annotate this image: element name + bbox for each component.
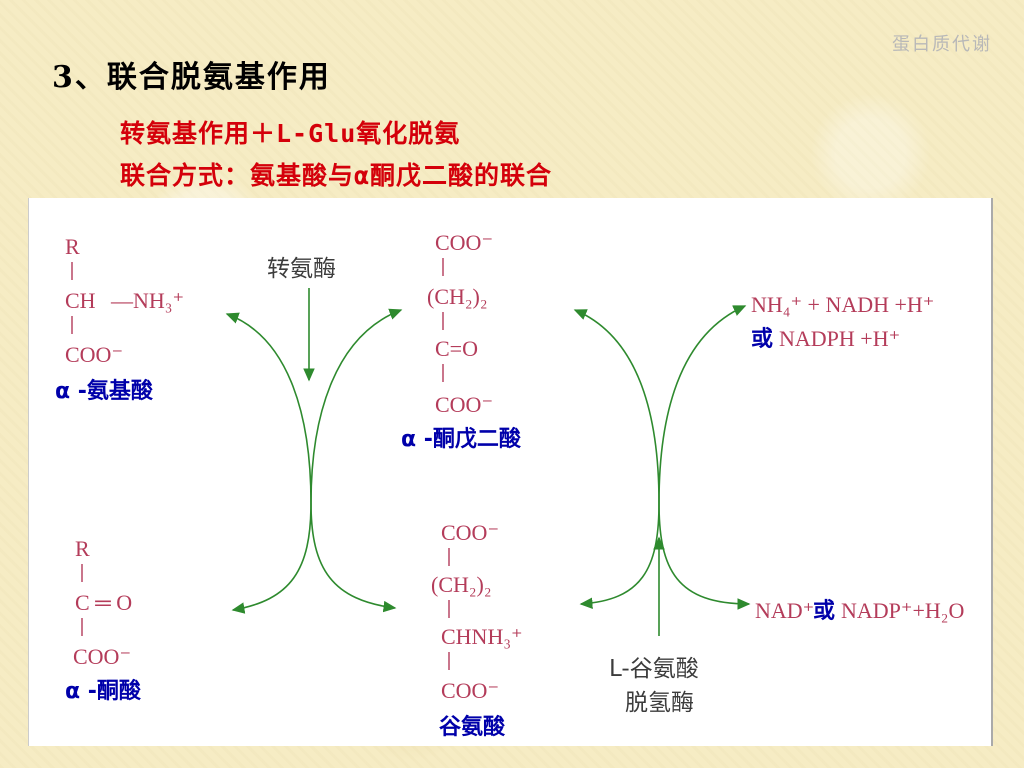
note-line-1: 转氨基作用＋L-Glu氧化脱氨 bbox=[120, 119, 461, 148]
amino-coo: COO⁻ bbox=[65, 342, 123, 367]
keto-c-o: C ═ O bbox=[75, 590, 132, 615]
products-or: 或 bbox=[751, 326, 773, 352]
keto-r: R bbox=[75, 536, 90, 561]
enzyme-transaminase: 转氨酶 bbox=[267, 256, 336, 282]
amino-ch: CH bbox=[65, 288, 96, 313]
glu-ch2: (CH₂)₂ bbox=[431, 572, 492, 597]
amino-acid-label: α -氨基酸 bbox=[55, 378, 154, 404]
arc-amino-to-keto bbox=[225, 312, 312, 614]
amino-r: R bbox=[65, 234, 80, 259]
arc-cofactors-to-glu bbox=[658, 305, 751, 610]
akg-ch2: (CH₂)₂ bbox=[427, 284, 488, 309]
reaction-diagram: R CH —NH₃⁺ COO⁻ α -氨基酸 R C ═ O COO⁻ α -酮… bbox=[28, 198, 993, 746]
glutamate-label: 谷氨酸 bbox=[439, 714, 506, 740]
cofactor-or: 或 bbox=[813, 598, 835, 624]
glu-coo-bottom: COO⁻ bbox=[441, 678, 499, 703]
corner-label: 蛋白质代谢 bbox=[892, 34, 992, 55]
glu-chnh3: CHNH₃⁺ bbox=[441, 624, 523, 649]
akg-c-o: C=O bbox=[435, 336, 478, 361]
alpha-kg-label: α -酮戊二酸 bbox=[401, 427, 522, 452]
keto-coo: COO⁻ bbox=[73, 644, 131, 669]
enzyme-glu-dh-line1: L-谷氨酸 bbox=[609, 656, 699, 682]
keto-acid-label: α -酮酸 bbox=[65, 679, 142, 704]
arc-akg-to-products bbox=[573, 309, 660, 609]
cofactor-nadp-water: NADP⁺+H₂O bbox=[841, 598, 964, 623]
akg-coo-bottom: COO⁻ bbox=[435, 392, 493, 417]
page-title: 3、联合脱氨基作用 bbox=[52, 60, 331, 95]
diagram-svg: R CH —NH₃⁺ COO⁻ α -氨基酸 R C ═ O COO⁻ α -酮… bbox=[55, 230, 964, 740]
products-line2: NADPH +H⁺ bbox=[779, 326, 900, 351]
glu-coo-top: COO⁻ bbox=[441, 520, 499, 545]
amino-nh3: —NH₃⁺ bbox=[110, 288, 184, 313]
enzyme-glu-dh-line2: 脱氢酶 bbox=[625, 690, 694, 716]
arc-akg-to-glu bbox=[310, 308, 403, 613]
cofactor-nad: NAD⁺ bbox=[755, 598, 814, 623]
products-line1: NH₄⁺ + NADH +H⁺ bbox=[751, 292, 934, 317]
akg-coo-top: COO⁻ bbox=[435, 230, 493, 255]
note-line-2: 联合方式：氨基酸与α酮戊二酸的联合 bbox=[120, 161, 553, 190]
